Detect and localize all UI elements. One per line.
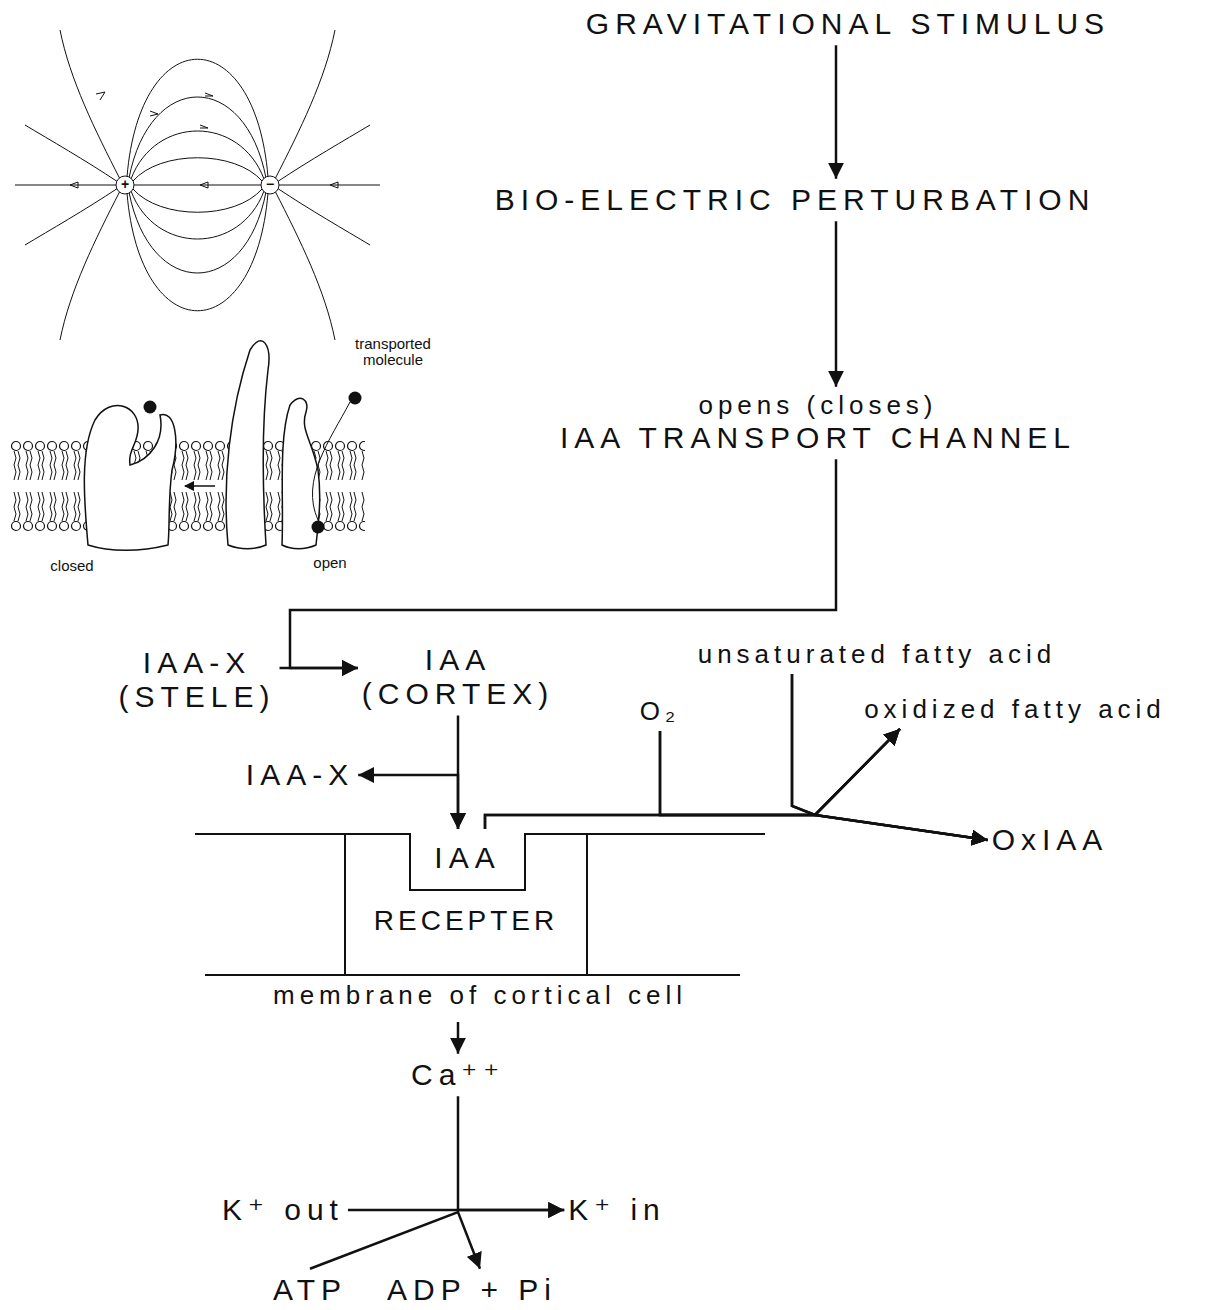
- flow-text: IAA-X (STELE): [118, 646, 275, 715]
- label-text: +: [121, 177, 129, 192]
- label-text: transported molecule: [355, 336, 431, 369]
- node-text: GRAVITATIONAL STIMULUS: [586, 7, 1110, 42]
- flow-arrow: [660, 731, 988, 840]
- node-text: oxidized fatty acid: [864, 695, 1166, 725]
- flow-arrow: [835, 221, 838, 387]
- flow-text: unsaturated fatty acid: [698, 640, 1057, 670]
- flow-text: IAA-X: [246, 758, 354, 793]
- node-text: BIO-ELECTRIC PERTURBATION: [495, 183, 1096, 218]
- node-text: OxIAA: [992, 823, 1109, 858]
- node-text: IAA TRANSPORT CHANNEL: [560, 421, 1076, 456]
- flow-arrow: [660, 729, 900, 815]
- receptor-text: RECEPTER: [345, 905, 587, 937]
- flow-arrow: [358, 775, 458, 829]
- dipole-field: [15, 30, 380, 340]
- node-text: ADP + Pi: [387, 1273, 557, 1308]
- node-text: unsaturated fatty acid: [698, 640, 1057, 670]
- flow-arrow: [348, 1209, 564, 1212]
- label-text: −: [266, 177, 274, 192]
- flow-arrow: [458, 1096, 564, 1210]
- node-text: IAA (CORTEX): [362, 643, 554, 712]
- flow-text: Ca⁺⁺: [411, 1058, 505, 1093]
- node-text: K⁺ out: [222, 1193, 344, 1228]
- flow-text: oxidized fatty acid: [864, 695, 1166, 725]
- flow-text: opens (closes)IAA TRANSPORT CHANNEL: [560, 391, 1076, 455]
- node-text: opens (closes): [560, 391, 1076, 421]
- flow-text: ADP + Pi: [387, 1273, 557, 1308]
- flow-text: ATP: [273, 1273, 347, 1308]
- label-text: closed: [50, 558, 93, 575]
- flow-text: K⁺ out: [222, 1193, 344, 1228]
- label-text: open: [313, 555, 346, 572]
- flow-text: K⁺ in: [568, 1193, 666, 1228]
- receptor-text: membrane of cortical cell: [195, 981, 765, 1011]
- node-text: K⁺ in: [568, 1193, 666, 1228]
- flow-text: GRAVITATIONAL STIMULUS: [586, 7, 1110, 42]
- receptor-box: IAA RECEPTER membrane of cortical cell: [195, 833, 765, 1018]
- node-text: Ca⁺⁺: [411, 1058, 505, 1093]
- receptor-line: [195, 834, 765, 975]
- membrane-channel: [10, 341, 365, 551]
- flow-arrow: [485, 815, 988, 840]
- flow-arrow: [457, 1022, 460, 1054]
- node-text: IAA-X: [246, 758, 354, 793]
- flow-text: BIO-ELECTRIC PERTURBATION: [495, 183, 1096, 218]
- flow-text: O₂: [640, 697, 680, 727]
- flow-arrow: [290, 459, 836, 668]
- node-text: IAA-X (STELE): [118, 646, 275, 715]
- node-text: O₂: [640, 697, 680, 727]
- flow-arrow: [835, 45, 838, 179]
- flow-arrow: [280, 667, 358, 670]
- flow-text: OxIAA: [992, 823, 1109, 858]
- receptor-text: IAA: [410, 841, 525, 876]
- node-text: ATP: [273, 1273, 347, 1308]
- flow-text: IAA (CORTEX): [362, 643, 554, 712]
